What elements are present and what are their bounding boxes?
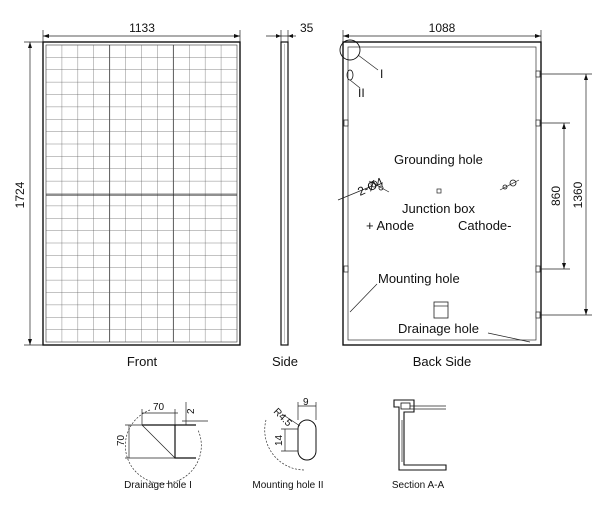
grounding-hole-right [499,179,520,191]
drainage-detail-arc [124,409,202,484]
dimension-front-height: 1724 [13,41,43,346]
section-detail-caption: Section A-A [392,480,445,491]
mounting-dim-radius: R4.5 [271,406,294,429]
cell-grid [46,45,237,342]
junction-box-label: Junction box [402,201,475,216]
mounting-hole-label: Mounting hole [378,271,460,286]
anode-label: + Anode [366,218,414,233]
dimension-mount-inner: 860 [540,122,570,270]
back-view: I II 2-Ø4 [337,39,542,346]
dimension-mount-inner-label: 860 [549,186,563,206]
mounting-detail-arc [264,419,306,471]
front-view [42,41,241,346]
back-frame-inner [347,46,537,341]
mounting-detail-caption: Mounting hole II [252,480,323,491]
dimension-side-thickness: 35 [266,21,314,42]
drainage-dim-width: 70 [153,402,165,413]
detail-ii-callout: II [358,86,365,100]
side-view [280,41,289,346]
mounting-dim-width: 9 [303,397,309,408]
drainage-box [433,301,449,319]
junction-box-mark [436,188,442,194]
detail-i-callout: I [380,67,383,81]
drainage-detail-caption: Drainage hole I [124,480,192,491]
section-frame-profile [393,399,447,471]
front-view-label: Front [127,354,158,369]
grounding-hole-label: Grounding hole [394,152,483,167]
dimension-back-width-label: 1088 [429,21,456,35]
mounting-slot [297,419,317,461]
side-view-label: Side [272,354,298,369]
dimension-side-thickness-label: 35 [300,21,314,35]
detail-mounting: 9 R4.5 14 Mounting hole II [252,397,323,491]
dimension-back-width: 1088 [342,21,542,42]
detail-section: Section A-A [392,399,447,491]
grounding-hole-left [368,180,390,193]
dimension-front-width-label: 1133 [129,21,155,35]
detail-circle-i [339,39,361,61]
dimension-mount-outer: 1360 [540,73,592,316]
drainage-dim-gap: 2 [186,408,197,414]
drainage-dim-height: 70 [116,434,127,446]
dimension-front-width: 1133 [42,21,241,42]
cathode-label: Cathode- [458,218,511,233]
dimension-mount-outer-label: 1360 [571,181,585,208]
back-frame-outer [342,41,542,346]
back-view-label: Back Side [413,354,472,369]
dimension-front-height-label: 1724 [13,181,27,208]
mounting-dim-height: 14 [274,434,285,446]
detail-drainage: 70 70 2 Drainage hole I [116,402,208,491]
drainage-hole-label: Drainage hole [398,321,479,336]
